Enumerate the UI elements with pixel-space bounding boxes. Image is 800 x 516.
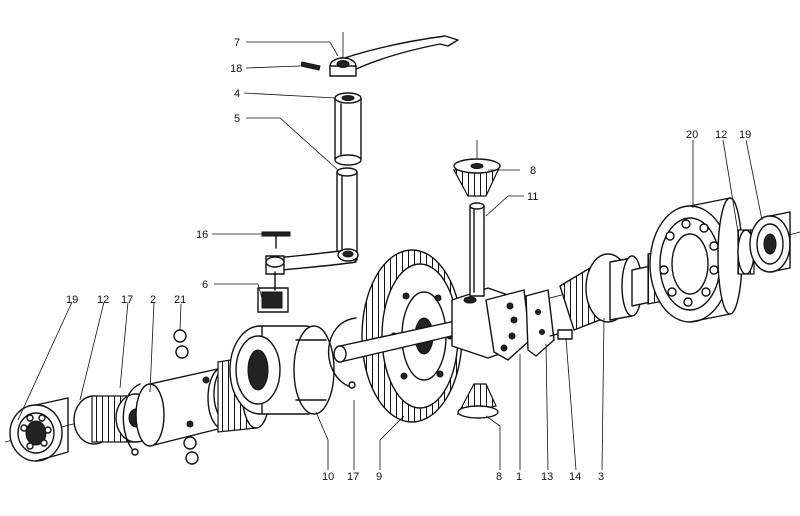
label-12-left: 12 — [97, 294, 109, 306]
label-21: 21 — [174, 294, 186, 306]
shaft-part-5 — [336, 167, 358, 261]
label-14: 14 — [569, 471, 581, 483]
part-labels: 7 18 4 5 16 6 8 11 20 12 19 19 12 17 2 2… — [66, 37, 751, 483]
main-shaft — [333, 319, 461, 363]
label-19-right: 19 — [739, 129, 751, 141]
bottom-circlip-part-17 — [327, 317, 357, 389]
label-9: 9 — [376, 471, 382, 483]
label-16: 16 — [196, 229, 208, 241]
label-12-right: 12 — [715, 129, 727, 141]
left-circlip-part-17 — [122, 383, 141, 456]
shift-collar-part-10 — [229, 325, 335, 415]
right-bearing-part-19 — [749, 211, 791, 273]
label-8-top: 8 — [530, 165, 536, 177]
label-7: 7 — [234, 37, 240, 49]
label-11: 11 — [527, 191, 538, 203]
spider-pin-part-11 — [469, 202, 485, 297]
bushing-part-4 — [334, 92, 362, 166]
label-10: 10 — [322, 471, 334, 483]
label-8-bottom: 8 — [496, 471, 502, 483]
bottom-spider-gear-part-8 — [456, 383, 499, 419]
label-6: 6 — [202, 279, 208, 291]
bolt-part-14 — [549, 329, 573, 340]
label-4: 4 — [234, 88, 240, 100]
label-20: 20 — [686, 129, 698, 141]
label-18: 18 — [230, 63, 242, 75]
pin-part-16 — [261, 231, 291, 249]
selector-arm-part-6 — [257, 248, 359, 313]
left-bearing-part-19 — [9, 397, 69, 462]
label-2: 2 — [150, 294, 156, 306]
right-bearing-part-20 — [649, 197, 743, 323]
label-13: 13 — [541, 471, 553, 483]
leader-lines — [17, 41, 763, 471]
shift-lever-part-7 — [329, 32, 459, 77]
top-spider-gear-part-8 — [453, 140, 501, 197]
label-1: 1 — [516, 471, 522, 483]
label-17-bottom: 17 — [347, 471, 359, 483]
label-5: 5 — [234, 113, 240, 125]
label-19-left: 19 — [66, 294, 78, 306]
carrier-part-1 — [451, 287, 531, 361]
balls-part-21 — [173, 329, 199, 465]
plate-part-13 — [525, 289, 555, 357]
label-3: 3 — [598, 471, 604, 483]
label-17-left: 17 — [121, 294, 133, 306]
pin-part-18 — [300, 61, 321, 71]
